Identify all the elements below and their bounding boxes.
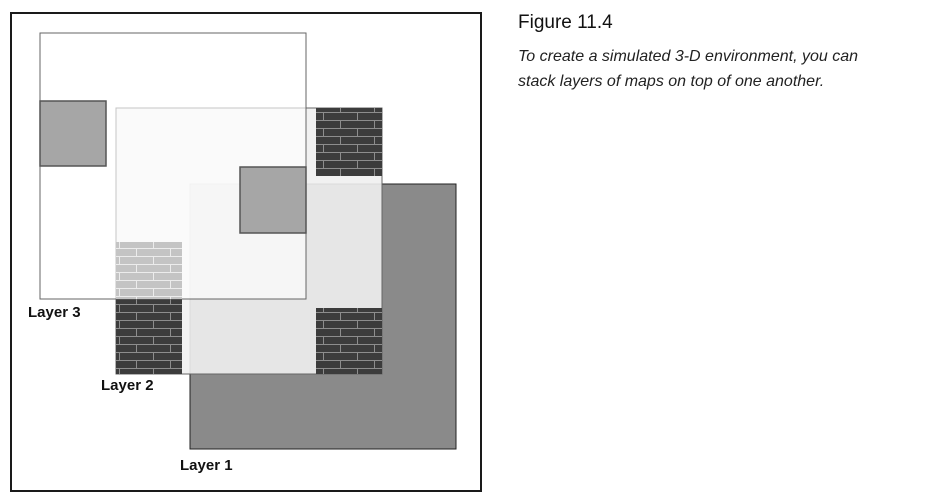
caption-text: To create a simulated 3-D environment, y… bbox=[518, 44, 938, 94]
layer3-tile-center bbox=[239, 166, 307, 234]
layer2-brick-bottom-right bbox=[316, 308, 382, 374]
layer3-brick-left bbox=[116, 242, 182, 299]
caption-line-2: stack layers of maps on top of one anoth… bbox=[518, 73, 825, 90]
figure-number: Figure 11.4 bbox=[518, 12, 613, 33]
layer3-tile-left bbox=[39, 100, 107, 167]
figure-caption: Figure 11.4 To create a simulated 3-D en… bbox=[518, 12, 938, 94]
layer3-label: Layer 3 bbox=[28, 304, 81, 321]
layer1-label: Layer 1 bbox=[180, 457, 233, 474]
layer2-brick-top-right bbox=[316, 108, 382, 176]
caption-line-1: To create a simulated 3-D environment, y… bbox=[518, 48, 859, 65]
layer2-label: Layer 2 bbox=[101, 377, 154, 394]
